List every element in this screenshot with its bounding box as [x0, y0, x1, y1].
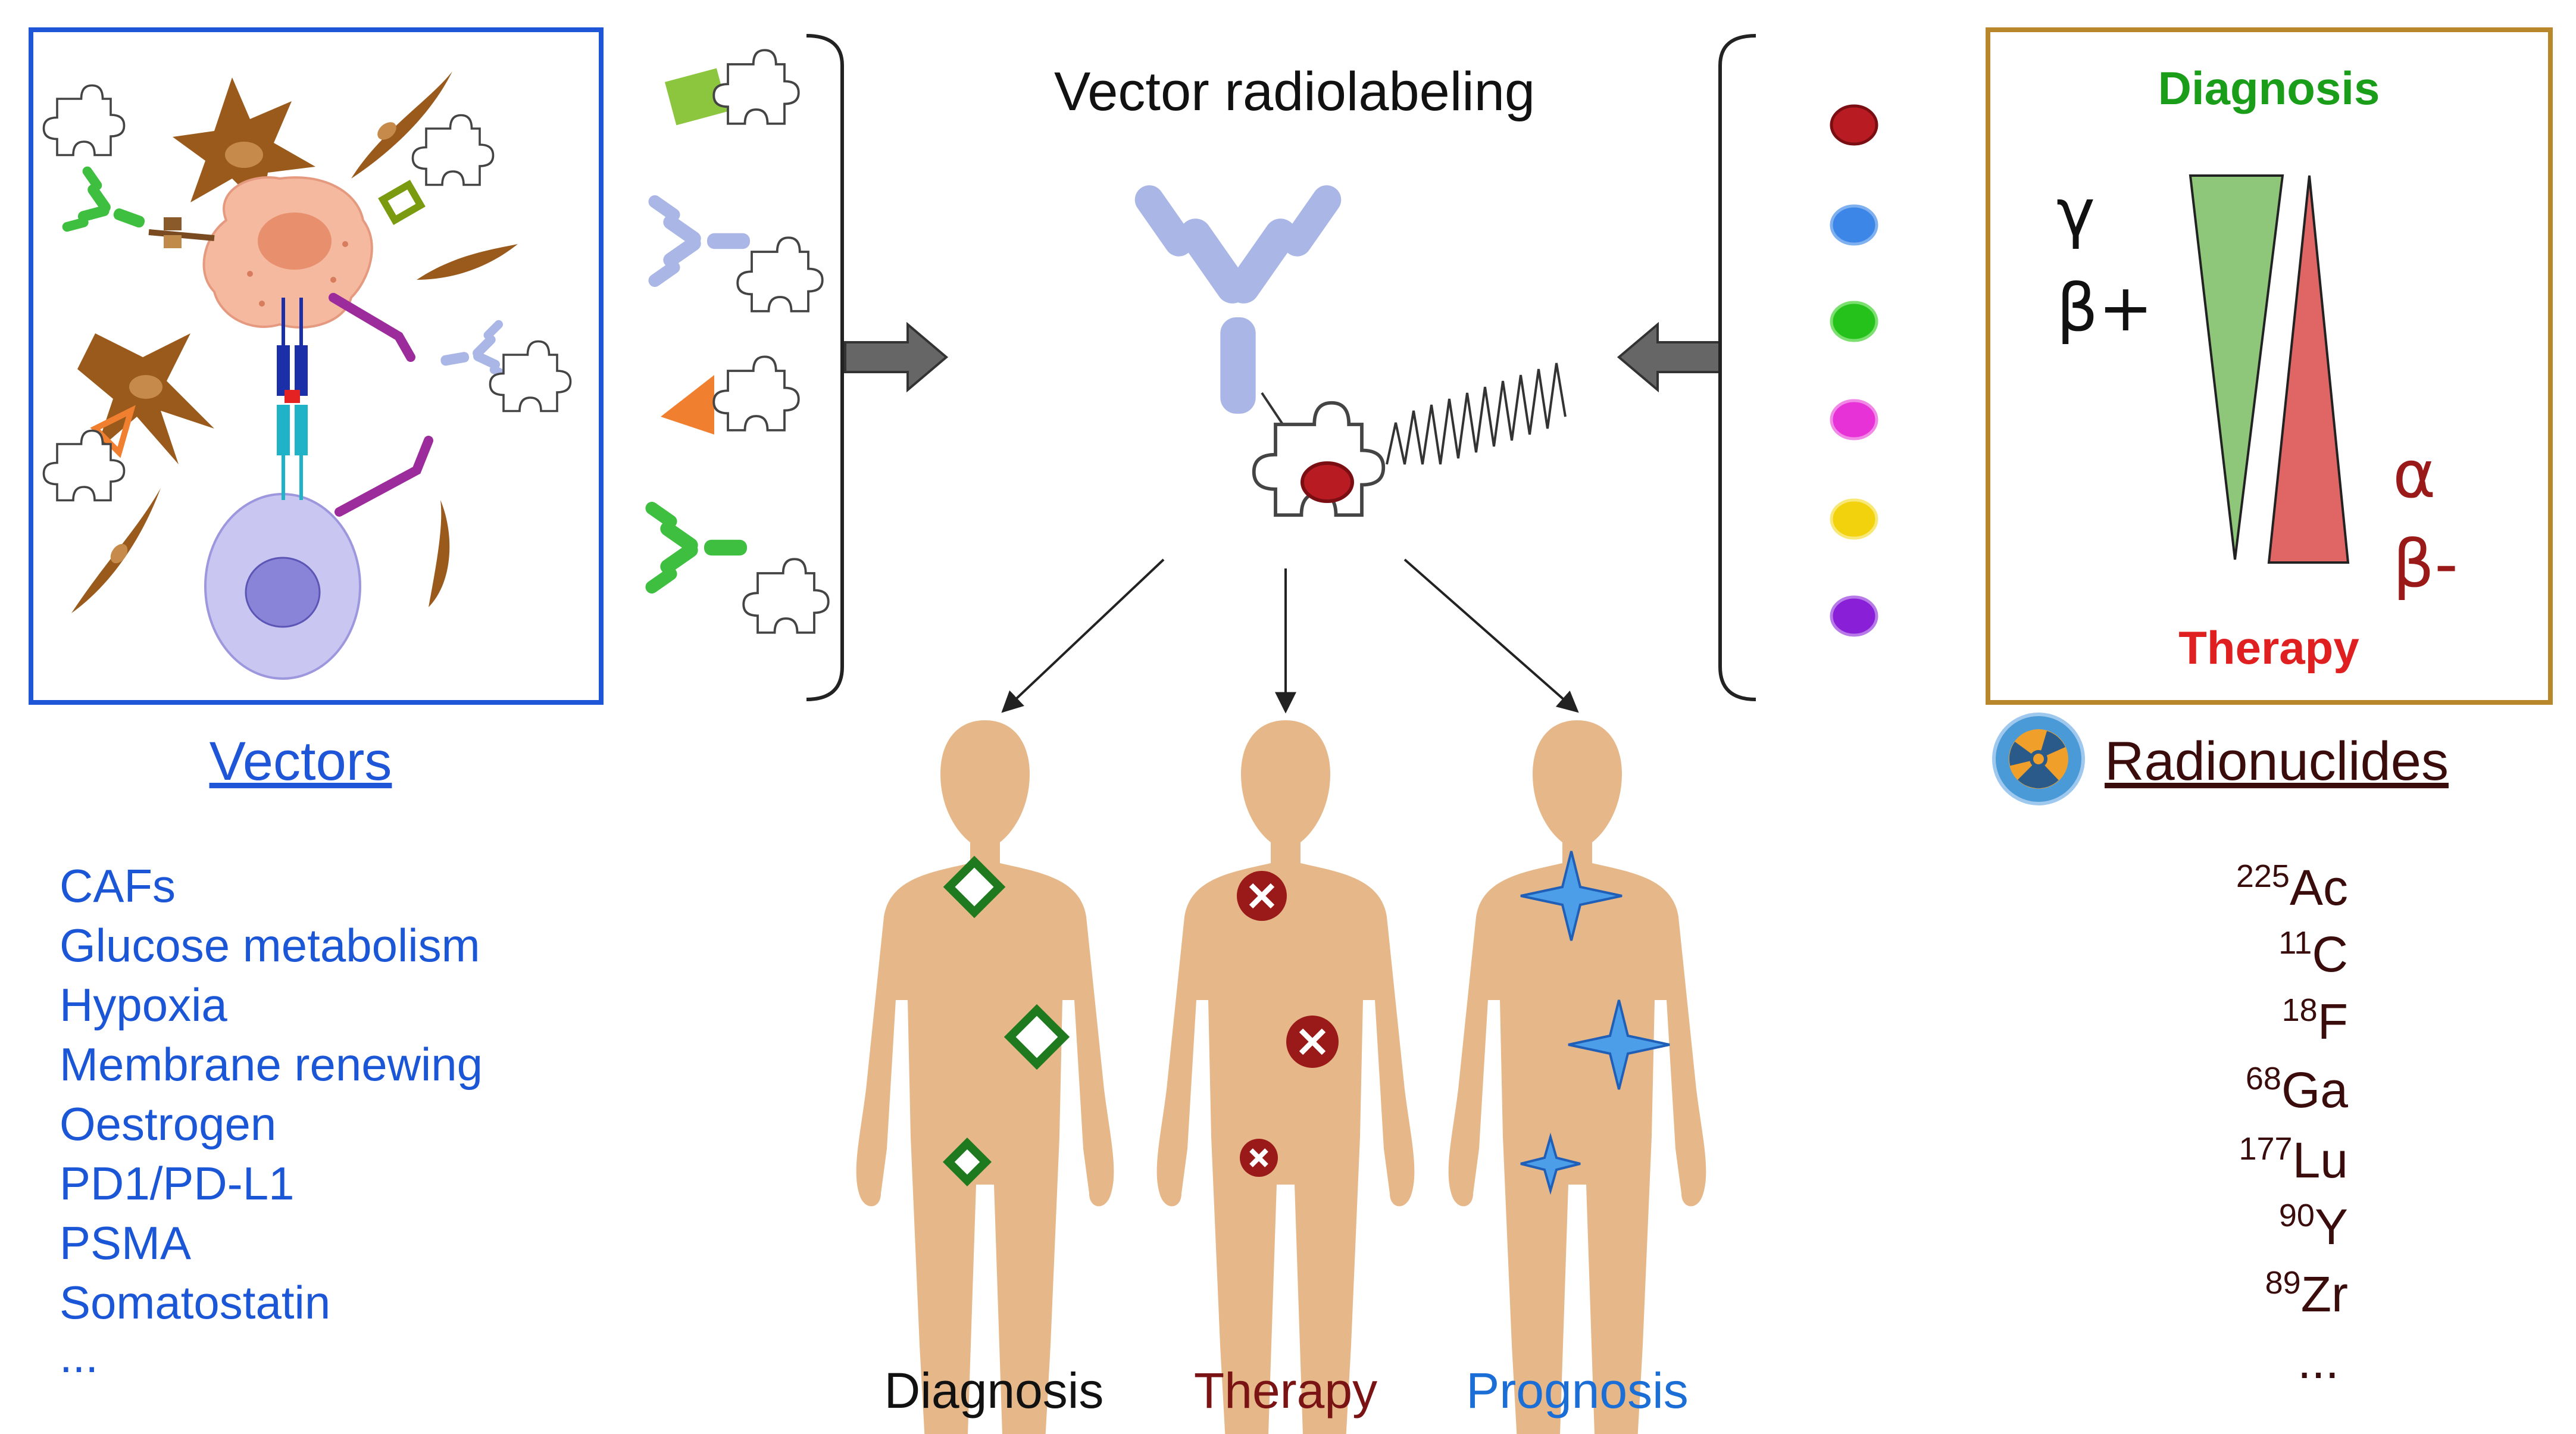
therapy-wedge: [2267, 175, 2350, 564]
radionuclide-dot: [1830, 399, 1878, 440]
radiation-icon: [1992, 713, 2085, 805]
body-therapy: [1156, 720, 1415, 1434]
radionuclide-item: 11C: [2278, 925, 2348, 982]
radionuclides-heading[interactable]: Radionuclides: [2105, 731, 2449, 792]
vector-item: ...: [60, 1330, 98, 1382]
diagnosis-marker: [942, 1137, 992, 1187]
vector-item: Hypoxia: [60, 979, 227, 1031]
therapy-marker: [1240, 1139, 1278, 1177]
vector-peptide-olive: [378, 179, 426, 226]
radionuclide-item: 89Zr: [2265, 1265, 2348, 1322]
vector-item: Membrane renewing: [60, 1038, 483, 1091]
radionuclides-bracket: [1718, 34, 1756, 701]
radionuclide-item: 90Y: [2279, 1198, 2348, 1255]
radionuclide-center: [1300, 461, 1354, 503]
small-molecule-vector-icon: [661, 375, 714, 435]
pd1-pdl1-receptors: [277, 298, 308, 500]
therapy-marker: [1286, 1016, 1339, 1068]
vectors-heading[interactable]: Vectors: [210, 731, 392, 792]
vector-item: PD1/PD-L1: [60, 1157, 295, 1210]
vector-triangle-orange: [90, 405, 136, 458]
radiolabeled-antibody: [1129, 179, 1347, 414]
emission-alpha: α: [2393, 436, 2436, 513]
radionuclide-item: 177Lu: [2239, 1131, 2348, 1188]
therapy-marker: [1237, 871, 1287, 921]
radionuclide-dots: [1830, 104, 1878, 637]
diagram-title: Vector radiolabeling: [1054, 61, 1535, 122]
vector-item: CAFs: [60, 860, 176, 912]
vector-item: Somatostatin: [60, 1276, 330, 1329]
vector-item: Glucose metabolism: [60, 919, 480, 971]
vector-types-column: [643, 49, 830, 634]
radionuclide-dot: [1830, 498, 1878, 540]
prognosis-marker: [1520, 851, 1622, 941]
radionuclide-dot: [1830, 104, 1878, 146]
arrow-to-prognosis: [1403, 558, 1579, 713]
emission-box: [1986, 27, 2553, 705]
diagnosis-marker: [943, 855, 1006, 918]
prognosis-marker: [1568, 999, 1670, 1090]
antibody-vector-green-icon: [643, 499, 747, 596]
vector-item: PSMA: [60, 1217, 191, 1269]
radionuclide-item: 225Ac: [2236, 858, 2348, 916]
prognosis-marker: [1520, 1132, 1581, 1195]
peptide-vector-icon: [664, 68, 729, 126]
vectors-list: CAFs Glucose metabolism Hypoxia Membrane…: [60, 860, 483, 1382]
diagnosis-marker: [1003, 1004, 1070, 1070]
emission-beta-plus: β+: [2056, 270, 2153, 346]
body-diagnosis: [856, 720, 1114, 1434]
vectors-scene: [42, 71, 572, 680]
radionuclides-arrow: [1617, 321, 1721, 393]
application-label-therapy: Therapy: [1194, 1363, 1377, 1419]
radionuclide-dot: [1830, 301, 1878, 342]
emission-wave: [1386, 363, 1567, 465]
emission-therapy-label: Therapy: [2178, 621, 2359, 674]
body-prognosis: [1448, 720, 1706, 1434]
fibroblast-cells: [71, 71, 518, 613]
application-label-prognosis: Prognosis: [1466, 1363, 1689, 1419]
antibody-vector-blue-icon: [646, 192, 750, 290]
radionuclide-dot: [1830, 204, 1878, 246]
radionuclide-ellipsis: ...: [2297, 1333, 2339, 1389]
emission-beta-minus: β-: [2393, 526, 2458, 602]
radionuclide-item: 18F: [2282, 992, 2348, 1049]
tumor-cell: [202, 176, 373, 329]
vectors-bracket: [806, 34, 844, 701]
vectors-arrow: [844, 321, 949, 393]
vector-item: Oestrogen: [60, 1098, 276, 1150]
radionuclide-dot: [1830, 595, 1878, 637]
diagnosis-wedge: [2189, 174, 2284, 560]
radionuclide-item: 68Ga: [2246, 1061, 2348, 1118]
arrow-to-diagnosis: [1001, 558, 1165, 713]
membrane-receptors: [329, 293, 433, 517]
emission-gamma: γ: [2056, 174, 2095, 251]
emission-diagnosis-label: Diagnosis: [2158, 62, 2380, 114]
caf-cell-top: [173, 77, 315, 208]
immune-cell: [204, 493, 361, 680]
radionuclides-list: 225Ac 11C 18F 68Ga 177Lu 90Y 89Zr ...: [2236, 858, 2348, 1389]
caf-cell-left: [77, 333, 214, 464]
application-label-diagnosis: Diagnosis: [884, 1363, 1104, 1419]
